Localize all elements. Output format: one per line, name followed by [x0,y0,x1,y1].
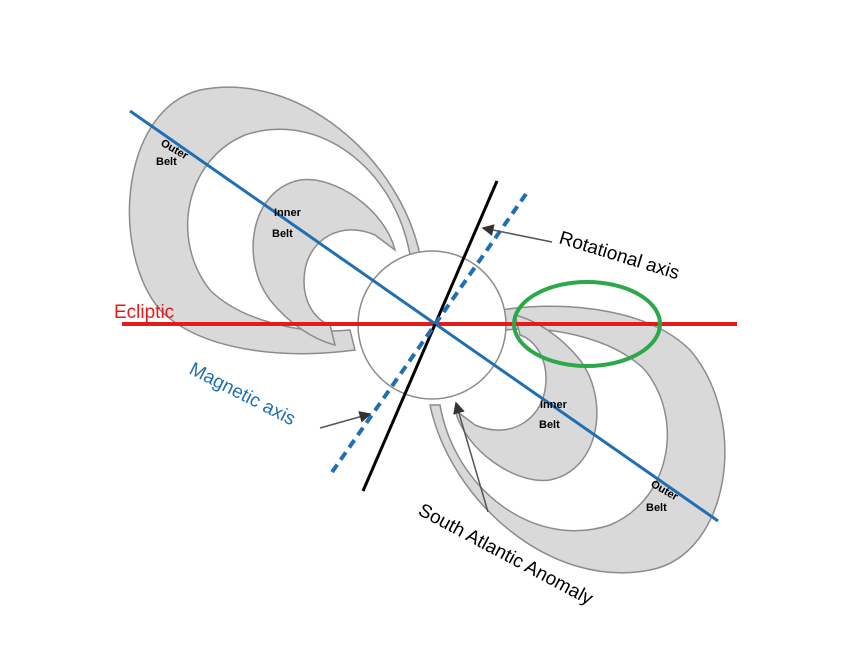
outer-belt-upper-left [128,86,421,355]
inner-belt-lower-right [453,313,598,482]
inner-belt-upper-label-2: Belt [272,228,293,240]
magnetic-axis-label: Magnetic axis [186,359,299,430]
rotational-axis-label: Rotational axis [557,228,682,285]
outer-belt-lower-label-2: Belt [646,502,667,514]
magnetic-axis-line [328,192,528,477]
rotational-axis-line [361,180,499,492]
belt-axis-line [129,109,719,523]
ecliptic-label: Ecliptic [114,302,174,323]
anomaly-region-ellipse [512,280,662,368]
inner-belt-lower-label-1: Inner [540,399,568,411]
magnetic-axis-pointer [319,411,372,429]
inner-belt-upper-label-1: Inner [274,207,302,219]
outer-belt-upper-label-2: Belt [156,156,177,168]
anomaly-pointer [453,401,489,513]
inner-belt-lower-label-2: Belt [539,419,560,431]
rotational-axis-pointer [481,224,553,243]
